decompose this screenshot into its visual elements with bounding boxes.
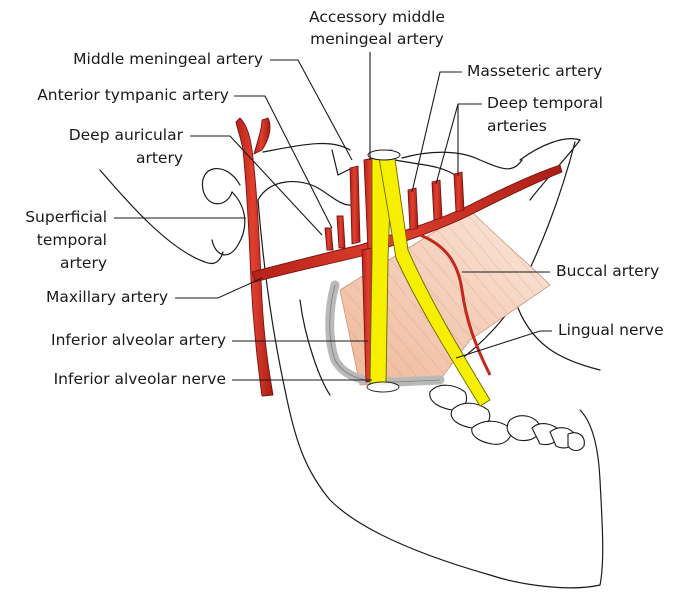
deep-auricular-artery bbox=[325, 228, 333, 250]
label-superficial-temporal-2: temporal bbox=[37, 231, 107, 249]
label-accessory-middle-meningeal-1: Accessory middle bbox=[309, 8, 445, 26]
label-deep-auricular-2: artery bbox=[136, 149, 183, 167]
label-lingual-nerve: Lingual nerve bbox=[558, 321, 664, 339]
label-deep-temporal-2: arteries bbox=[487, 117, 547, 135]
label-maxillary: Maxillary artery bbox=[46, 288, 168, 306]
lower-teeth bbox=[430, 385, 585, 450]
label-superficial-temporal-1: Superficial bbox=[25, 208, 107, 226]
label-buccal: Buccal artery bbox=[556, 262, 659, 280]
label-accessory-middle-meningeal-2: meningeal artery bbox=[310, 30, 444, 48]
label-masseteric: Masseteric artery bbox=[467, 62, 602, 80]
label-deep-auricular-1: Deep auricular bbox=[69, 126, 184, 144]
superficial-temporal-artery bbox=[236, 118, 273, 396]
label-inferior-alveolar-nerve: Inferior alveolar nerve bbox=[54, 370, 226, 388]
label-deep-temporal-1: Deep temporal bbox=[487, 94, 603, 112]
label-inferior-alveolar-artery: Inferior alveolar artery bbox=[51, 331, 226, 349]
label-middle-meningeal: Middle meningeal artery bbox=[73, 50, 263, 68]
label-superficial-temporal-3: artery bbox=[60, 254, 107, 272]
labels: Accessory middle meningeal artery Middle… bbox=[25, 8, 663, 388]
label-anterior-tympanic: Anterior tympanic artery bbox=[37, 86, 229, 104]
masseteric-artery-vessel bbox=[408, 188, 418, 230]
